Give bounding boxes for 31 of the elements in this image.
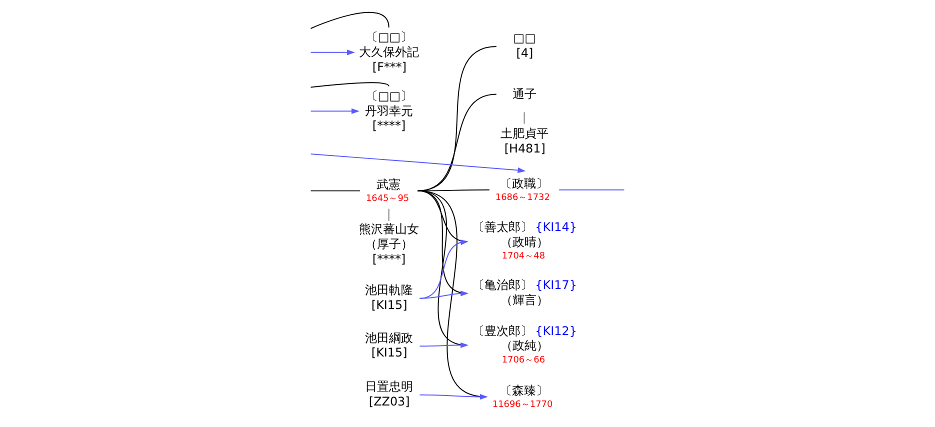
node-text: 池田軌隆 [KI15] [364,282,413,312]
node-text: 日置忠明 [ZZ03] [364,380,413,408]
arrow [419,290,468,299]
connector [310,12,390,29]
connector [417,46,497,192]
arrow [310,153,526,173]
node-text: □□ [4] [513,31,536,60]
connector [310,82,390,88]
node-text: 土肥貞平 [H481] [500,126,548,156]
node-text: 池田綱政 [KI15] [364,330,413,360]
connector [524,112,525,124]
node-text: 〔森臻〕 11696～1770 [492,384,553,410]
node-text: 通子 [512,86,536,101]
node-text: 熊沢蕃山女 （厚子） [****] [358,222,419,266]
node-label: {KI14} [535,220,577,234]
arrow [419,240,468,299]
arrow [419,394,488,400]
connector [417,94,497,192]
node-label: {KI17} [535,278,577,292]
node-text: 〔政職〕 1686～1732 [495,176,550,203]
node-label: {KI12} [535,324,577,338]
arrow [419,342,468,348]
connector [310,190,360,192]
arrow [310,108,360,114]
connector [388,208,390,222]
connector [558,189,625,190]
connector [417,190,468,346]
node-text: 〔□□〕 大久保外記 [F***] [358,30,419,74]
node-text: 〔□□〕 丹羽幸元 [****] [364,88,413,133]
node-text: 武憲 1645～95 [366,177,410,204]
arrow [310,50,356,56]
